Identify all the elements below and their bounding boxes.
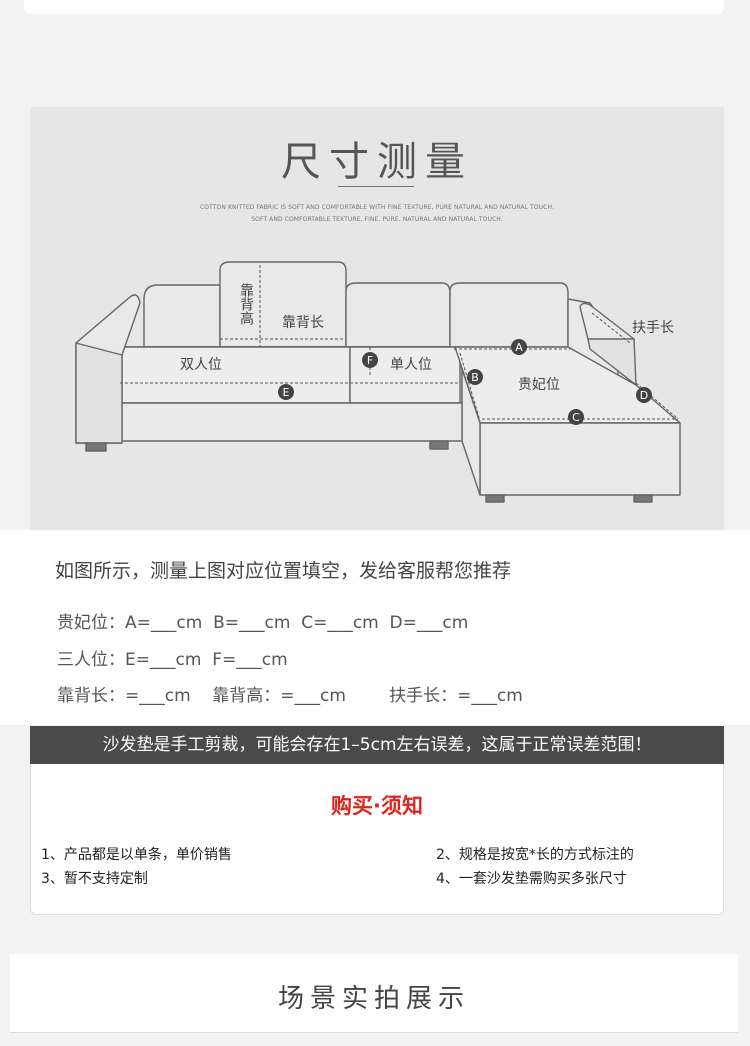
measure-line-three-seat: 三人位：E=___cm F=___cm bbox=[57, 650, 288, 670]
marker-a: A bbox=[515, 341, 523, 354]
measurement-form-area bbox=[0, 530, 750, 725]
sofa-diagram: A B C D E F 靠背长 双人位 单人位 贵妃位 扶手长 靠背高 bbox=[75, 261, 681, 503]
measurement-panel: 尺寸测量 COTTON KNITTED FABRIC IS SOFT AND C… bbox=[30, 107, 724, 530]
seat-double bbox=[115, 346, 351, 404]
label-back-height: 靠背高 bbox=[238, 283, 254, 325]
purchase-title: 购买·须知 bbox=[331, 794, 423, 818]
chaise-back-cushion bbox=[449, 282, 569, 348]
back-cushion-right bbox=[345, 282, 451, 348]
scene-title: 场景实拍展示 bbox=[277, 984, 470, 1014]
marker-b: B bbox=[471, 371, 479, 384]
rule-1: 1、产品都是以单条，单价销售 bbox=[41, 847, 232, 863]
intro-text: 如图所示，测量上图对应位置填空，发给客服帮您推荐 bbox=[55, 560, 512, 582]
marker-c: C bbox=[572, 411, 580, 424]
purchase-notice-card: 购买·须知 1、产品都是以单条，单价销售 2、规格是按宽*长的方式标注的 3、暂… bbox=[30, 764, 724, 915]
measure-line-back: 靠背长：=___cm 靠背高：=___cm 扶手长：=___cm bbox=[57, 686, 523, 706]
subtitle-line-1: COTTON KNITTED FABRIC IS SOFT AND COMFOR… bbox=[200, 204, 554, 211]
label-double-seat: 双人位 bbox=[180, 357, 222, 373]
rule-4: 4、一套沙发垫需购买多张尺寸 bbox=[436, 871, 627, 887]
back-cushion-middle bbox=[219, 261, 347, 348]
marker-d: D bbox=[640, 389, 648, 402]
chaise-seat bbox=[454, 346, 681, 424]
chaise-base bbox=[479, 422, 681, 496]
rule-2: 2、规格是按宽*长的方式标注的 bbox=[436, 847, 634, 863]
marker-f: F bbox=[367, 354, 373, 367]
measure-line-chaise: 贵妃位：A=___cm B=___cm C=___cm D=___cm bbox=[57, 613, 469, 633]
error-notice-bar: 沙发垫是手工剪裁，可能会存在1–5cm左右误差，这属于正常误差范围！ bbox=[30, 726, 724, 764]
top-card-edge bbox=[24, 0, 724, 14]
marker-e: E bbox=[283, 386, 290, 399]
sofa-base bbox=[115, 402, 463, 442]
section-title: 尺寸测量 bbox=[281, 139, 473, 185]
title-underline bbox=[338, 186, 414, 187]
back-cushion-left bbox=[143, 284, 221, 348]
label-armrest-length: 扶手长 bbox=[632, 320, 674, 336]
subtitle-line-2: SOFT AND COMFORTABLE TEXTURE, FINE, PURE… bbox=[251, 216, 503, 223]
label-back-length: 靠背长 bbox=[282, 315, 324, 331]
rule-3: 3、暂不支持定制 bbox=[41, 871, 148, 887]
label-single-seat: 单人位 bbox=[390, 357, 432, 373]
scene-header: 场景实拍展示 bbox=[10, 954, 738, 1033]
label-chaise: 贵妃位 bbox=[518, 377, 560, 393]
